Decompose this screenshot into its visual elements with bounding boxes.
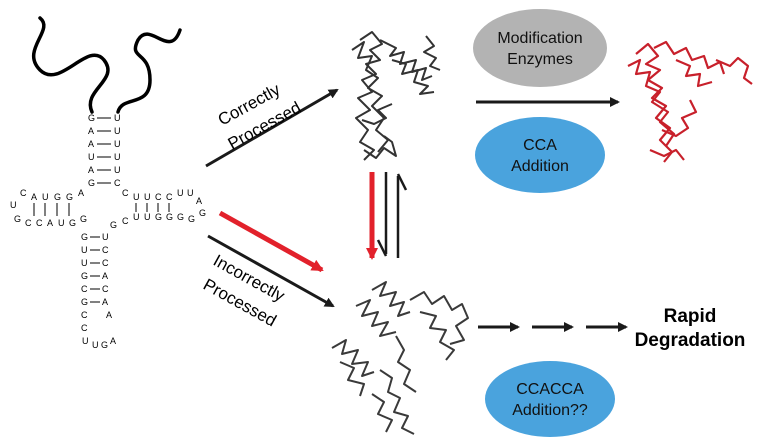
anticodon-arm: G U U G C G C U C C A C A A C U U G A (81, 232, 116, 350)
nt: A (102, 297, 108, 307)
nt: A (47, 218, 53, 228)
oval-shape (485, 361, 615, 437)
oval-label: Addition (511, 158, 569, 175)
nt: U (144, 192, 151, 202)
incorrectly-processed-red-arrow (218, 210, 324, 273)
nt: G (80, 214, 87, 224)
d-arm: A G G U A C U G C C A U G G (10, 188, 87, 228)
nt: U (114, 113, 121, 123)
nt: U (114, 126, 121, 136)
nt: C (102, 284, 109, 294)
nt: G (101, 340, 108, 350)
nt: U (58, 218, 65, 228)
nt: C (81, 310, 88, 320)
cca-addition-oval: CCA Addition (475, 117, 605, 193)
nt: C (81, 284, 88, 294)
nt: U (88, 152, 95, 162)
nt: G (54, 192, 61, 202)
nt: U (82, 336, 89, 346)
nt: C (122, 216, 129, 226)
nt: U (92, 340, 99, 350)
3prime-trailer-squiggle (116, 28, 182, 114)
nt: U (187, 188, 194, 198)
nt: A (88, 126, 94, 136)
nt: C (36, 218, 43, 228)
t-arm: C U U C C U U A G G G G G U U C G (110, 188, 206, 230)
oval-shape (473, 9, 607, 87)
oval-label: Enzymes (507, 51, 573, 68)
nt: A (110, 336, 116, 346)
nt: G (88, 178, 95, 188)
incorrect-trna-structure (331, 281, 469, 435)
nt: U (10, 200, 17, 210)
nt: C (25, 218, 32, 228)
nt: U (81, 258, 88, 268)
oval-label: CCA (523, 137, 557, 154)
correctly-processed-arrow (205, 88, 339, 168)
degradation-label: Degradation (635, 330, 746, 351)
nt: C (81, 323, 88, 333)
nt: A (106, 310, 112, 320)
nt: C (122, 188, 129, 198)
oval-label: CCACCA (516, 381, 584, 398)
nt: U (114, 139, 121, 149)
nt: G (81, 232, 88, 242)
nt: G (199, 208, 206, 218)
correct-trna-structure (351, 31, 441, 161)
nt: C (166, 192, 173, 202)
nt: G (81, 271, 88, 281)
nt: G (69, 218, 76, 228)
incorrectly-processed-arrow (207, 234, 335, 308)
equilibrium-up-head (396, 173, 408, 191)
nt: G (88, 113, 95, 123)
modification-enzymes-oval: Modification Enzymes (473, 9, 607, 87)
nt: G (155, 212, 162, 222)
nt: C (155, 192, 162, 202)
unprocessed-trna: G A A U A G U U U U U C A G G U A C (10, 16, 206, 350)
ccacca-addition-oval: CCACCA Addition?? (485, 361, 615, 437)
nt: A (88, 165, 94, 175)
nt: C (20, 188, 27, 198)
nt: U (102, 232, 109, 242)
nt: G (188, 214, 195, 224)
nt: A (78, 188, 84, 198)
oval-label: Addition?? (512, 402, 588, 419)
mature-trna-structure (627, 40, 753, 163)
acceptor-stem: G A A U A G U U U U U C (88, 113, 121, 188)
nt: G (110, 220, 117, 230)
rapid-label: Rapid (664, 306, 717, 327)
5prime-leader-squiggle (32, 16, 110, 114)
nt: A (102, 271, 108, 281)
nt: A (196, 196, 202, 206)
nt: C (102, 258, 109, 268)
nt: U (42, 192, 49, 202)
nt: U (133, 212, 140, 222)
nt: G (81, 297, 88, 307)
nt: G (177, 212, 184, 222)
nt: C (114, 178, 121, 188)
nt: U (114, 152, 121, 162)
nt: G (166, 212, 173, 222)
nt: U (133, 192, 140, 202)
equilibrium-down-head (376, 239, 388, 257)
nt: A (88, 139, 94, 149)
nt: U (81, 245, 88, 255)
nt: U (177, 188, 184, 198)
oval-label: Modification (497, 30, 582, 47)
oval-shape (475, 117, 605, 193)
nt: U (114, 165, 121, 175)
nt: A (31, 192, 37, 202)
nt: U (144, 212, 151, 222)
nt: G (14, 214, 21, 224)
nt: G (66, 192, 73, 202)
nt: C (102, 245, 109, 255)
